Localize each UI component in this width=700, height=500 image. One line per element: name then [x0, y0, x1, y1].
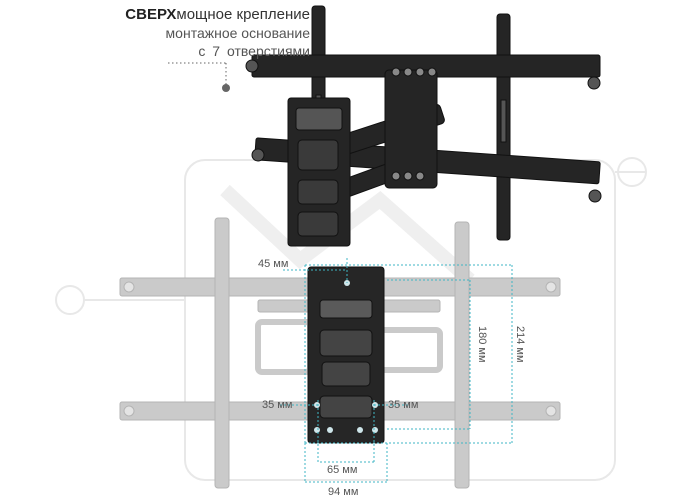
dim-height-inner: 180 мм [476, 326, 488, 363]
dim-height-outer: 214 мм [514, 326, 526, 363]
caption-line-2: монтажное основание [165, 25, 310, 41]
caption-pointer [168, 62, 230, 92]
dim-width-inner: 65 мм [327, 464, 358, 476]
dim-width-outer: 94 мм [328, 486, 359, 498]
dim-left-offset: 35 мм [262, 399, 293, 411]
dim-top-offset: 45 мм [258, 258, 289, 270]
dim-right-offset: 35 мм [388, 399, 419, 411]
feature-caption: СВЕРХмощное крепление монтажное основани… [70, 6, 310, 60]
caption-title: СВЕРХмощное крепление [70, 6, 310, 24]
caption-title-rest: мощное крепление [176, 6, 310, 23]
caption-title-bold: СВЕРХ [125, 6, 177, 23]
wall-mount-bracket [245, 5, 602, 247]
dimension-lines [280, 258, 513, 483]
caption-line-3: с 7 отверстиями [198, 43, 310, 59]
wall-plate [307, 266, 385, 444]
